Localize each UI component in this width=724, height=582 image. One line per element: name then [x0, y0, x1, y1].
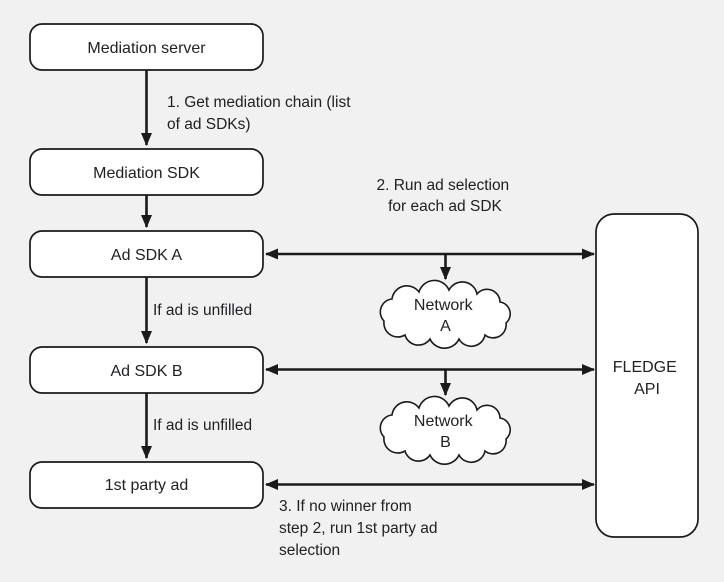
first-party-ad-box	[29, 461, 264, 509]
step1-annotation: 1. Get mediation chain (list of ad SDKs)	[167, 94, 355, 133]
ad-sdk-a-label: Ad SDK A	[111, 247, 182, 264]
network-b-label-line1: Network	[414, 413, 474, 430]
mediation-server-label: Mediation server	[87, 40, 206, 57]
step3-annotation-line3: selection	[279, 542, 340, 559]
network-a-label-line2: A	[440, 318, 451, 335]
ad-sdk-b-box	[29, 346, 264, 394]
mediation-sdk-box	[29, 148, 264, 196]
network-a-node: Network A	[379, 279, 512, 349]
network-b-label-line2: B	[440, 434, 451, 451]
step3-annotation-line1: 3. If no winner from	[279, 498, 412, 515]
mediation-server-node: Mediation server	[29, 23, 264, 71]
fledge-api-label-line2: API	[634, 381, 660, 398]
network-a-cloud	[379, 279, 512, 349]
fledge-api-box	[595, 213, 699, 538]
ad-sdk-a-box	[29, 230, 264, 278]
step3-annotation: 3. If no winner from step 2, run 1st par…	[279, 498, 442, 559]
unfilled-a-annotation: If ad is unfilled	[153, 302, 252, 319]
network-a-label-line1: Network	[414, 297, 474, 314]
unfilled-b-annotation: If ad is unfilled	[153, 417, 252, 434]
ad-sdk-b-label: Ad SDK B	[110, 363, 182, 380]
fledge-api-label-line1: FLEDGE	[613, 359, 677, 376]
network-b-cloud	[379, 395, 512, 465]
first-party-ad-node: 1st party ad	[29, 461, 264, 509]
ad-sdk-a-node: Ad SDK A	[29, 230, 264, 278]
fledge-api-node: FLEDGE API	[595, 213, 699, 538]
step2-annotation-line1: 2. Run ad selection	[376, 177, 509, 194]
step1-annotation-line1: 1. Get mediation chain (list	[167, 94, 351, 111]
mediation-sdk-label: Mediation SDK	[93, 165, 200, 182]
network-b-node: Network B	[379, 395, 512, 465]
step2-annotation-line2: for each ad SDK	[388, 198, 502, 215]
network-b-label: Network B	[414, 413, 477, 451]
step2-annotation: 2. Run ad selection for each ad SDK	[376, 177, 513, 215]
step3-annotation-line2: step 2, run 1st party ad	[279, 520, 438, 537]
ad-sdk-b-node: Ad SDK B	[29, 346, 264, 394]
mediation-server-box	[29, 23, 264, 71]
network-a-label: Network A	[414, 297, 477, 335]
first-party-ad-label: 1st party ad	[105, 477, 189, 494]
step1-annotation-line2: of ad SDKs)	[167, 116, 251, 133]
fledge-api-label: FLEDGE API	[613, 359, 681, 398]
mediation-sdk-node: Mediation SDK	[29, 148, 264, 196]
